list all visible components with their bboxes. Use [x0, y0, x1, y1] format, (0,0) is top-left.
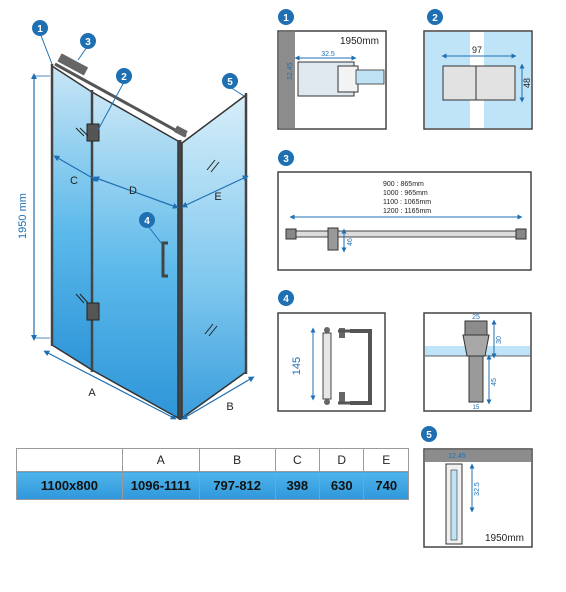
detail-2-height: 48: [522, 78, 532, 88]
detail-3-size-2: 1100 : 1065mm: [383, 199, 431, 206]
detail-5-height: 1950mm: [485, 533, 524, 544]
detail-1-marker: [278, 9, 294, 25]
marker-5-label: 5: [227, 77, 233, 88]
left-glass-panel: [51, 64, 93, 372]
label-e: E: [214, 191, 221, 203]
marker-5: [222, 73, 238, 89]
mount-post: [468, 355, 484, 403]
height-label: 1950 mm: [17, 193, 29, 239]
hinge-body: [442, 65, 516, 101]
door-handle: [161, 241, 168, 278]
handle-front-view: [350, 329, 372, 405]
stabilizer-bar-rod: [291, 230, 521, 238]
label-c: C: [70, 175, 78, 187]
detail-3-size-0: 900 : 865mm: [383, 181, 424, 188]
b-dimension: [181, 376, 255, 420]
table-row: 1100x800 1096-1111 797-812 398 630 740: [16, 471, 409, 500]
table-cell: 1100x800: [16, 471, 123, 500]
detail-4b-30: 30: [496, 336, 503, 344]
detail-1-small: 12.45: [287, 62, 294, 80]
marker-3-label: 3: [85, 37, 91, 48]
side-glass-panel: [181, 93, 247, 420]
marker-4: [139, 212, 155, 228]
detail-4b-top: 25: [472, 314, 480, 321]
handle-side-view: [322, 332, 332, 400]
detail-4-marker: [278, 290, 294, 306]
detail-3-frame: [277, 171, 532, 271]
detail-5-marker: [421, 426, 437, 442]
bar-clamp: [327, 227, 339, 251]
table-cell: 398: [274, 471, 321, 500]
table-cell: 740: [363, 471, 409, 500]
table-header-cell: D: [319, 448, 365, 472]
table-header-cell: C: [274, 448, 321, 472]
table-cell: 797-812: [198, 471, 276, 500]
detail-4a: 4 145: [277, 290, 386, 412]
label-d: D: [129, 185, 137, 197]
marker-2: [116, 68, 132, 84]
table-cell: 1096-1111: [121, 471, 200, 500]
detail-3-size-3: 1200 : 1165mm: [383, 208, 431, 215]
marker-1: [32, 20, 48, 36]
detail-4b-45: 45: [491, 378, 498, 386]
detail-1: 1 1950mm 32.5 12.45: [277, 9, 387, 130]
detail-3-size-1: 1000 : 965mm: [383, 190, 428, 197]
table-cell: 630: [319, 471, 365, 500]
table-header-cell: E: [363, 448, 409, 472]
detail-5-top: 12.45: [448, 453, 466, 460]
e-dimension: [181, 175, 249, 208]
table-header-cell: B: [198, 448, 276, 472]
table-header-cell: A: [121, 448, 200, 472]
svg-text:3: 3: [283, 154, 289, 165]
svg-text:4: 4: [283, 294, 289, 305]
bar-end-cap: [173, 125, 188, 138]
detail-2-marker: [427, 9, 443, 25]
hinge-top: [86, 123, 100, 142]
label-b: B: [226, 401, 233, 413]
svg-text:2: 2: [432, 13, 438, 24]
hinge-bottom: [86, 302, 100, 321]
marker-2-label: 2: [121, 72, 127, 83]
detail-4b-15: 15: [473, 405, 480, 411]
detail-5: 5 12.45 32.5 1950mm: [421, 426, 533, 548]
detail-4b: 25 30 45 15: [423, 312, 532, 412]
c-dimension: [53, 155, 99, 182]
detail-2-width: 97: [472, 45, 482, 55]
door-glass-panel: [91, 90, 179, 420]
detail-1-height: 1950mm: [340, 36, 379, 47]
glass-reflections: [75, 127, 220, 337]
d-dimension: [93, 176, 179, 209]
shower-enclosure-view: 1950 mm C D E A B 1 3 2 5 4: [17, 20, 255, 420]
detail-3-height: 46: [347, 238, 354, 246]
mount-cap: [464, 320, 488, 336]
detail-1-wall: [279, 32, 295, 128]
detail-1-width: 32.5: [321, 51, 335, 58]
svg-text:5: 5: [426, 430, 432, 441]
svg-text:1: 1: [283, 13, 289, 24]
detail-2: 2 97 48: [423, 9, 533, 130]
stabilizer-bar: [54, 62, 187, 138]
a-dimension: [43, 350, 177, 420]
detail-3-marker: [278, 150, 294, 166]
label-a: A: [88, 387, 96, 399]
table-header-cell: [16, 448, 123, 472]
dimensions-table: A B C D E 1100x800 1096-1111 797-812 398…: [16, 448, 409, 500]
detail-5-ceiling: [425, 450, 531, 462]
marker-4-label: 4: [144, 216, 150, 227]
detail-5-frame: [423, 448, 533, 548]
detail-4a-height: 145: [291, 357, 303, 375]
marker-3: [80, 33, 96, 49]
table-header-row: A B C D E: [16, 448, 409, 472]
wall-bracket: [57, 53, 89, 76]
detail-3: 3 900 : 865mm 1000 : 965mm 1100 : 1065mm…: [277, 150, 532, 271]
marker-1-label: 1: [37, 24, 43, 35]
detail-5-side: 32.5: [474, 482, 481, 496]
